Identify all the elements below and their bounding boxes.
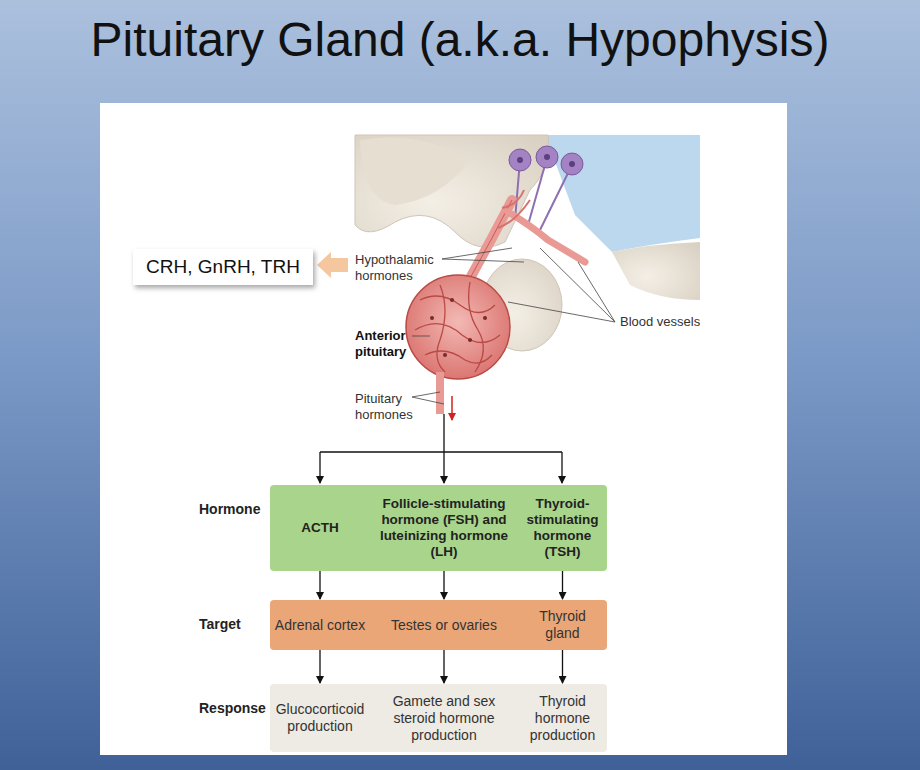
- structure-label: Hypothalamic hormones: [355, 252, 445, 284]
- hormone-name: Thyroid-stimulating hormone (TSH): [522, 496, 603, 560]
- neuron: [536, 146, 558, 168]
- callout-box: CRH, GnRH, TRH: [133, 249, 313, 285]
- slide-title: Pituitary Gland (a.k.a. Hypophysis): [0, 12, 920, 67]
- structure-label: Blood vessels: [620, 314, 730, 330]
- arrow-line: [319, 650, 320, 683]
- hormone-cell: Thyroid-stimulating hormone (TSH): [518, 485, 607, 571]
- hormone-band: HormoneACTHFollicle-stimulating hormone …: [270, 485, 607, 571]
- branch-line: [320, 451, 562, 452]
- structure-label: Anterior pituitary: [355, 328, 425, 360]
- hormone-list: CRH, GnRH, TRH: [146, 256, 300, 278]
- brain-tissue: [612, 242, 700, 300]
- flow-arrow: [562, 571, 563, 599]
- capillary-network: [415, 282, 500, 372]
- branch-line: [443, 414, 444, 452]
- hormone-cell: ACTH: [270, 485, 370, 571]
- branch-arrow: [443, 452, 444, 483]
- response-text: Thyroid hormone production: [522, 693, 603, 744]
- axon: [540, 165, 572, 230]
- row-heading: Hormone: [199, 501, 260, 517]
- arrow-line: [443, 571, 444, 599]
- hypothalamus: [355, 135, 549, 247]
- target-cell: Testes or ovaries: [370, 600, 518, 650]
- branch-arrow: [319, 452, 320, 483]
- leader-line: [412, 392, 444, 404]
- response-text: Gamete and sex steroid hormone productio…: [374, 693, 514, 744]
- arrow-line: [562, 650, 563, 683]
- flow-arrow: [562, 650, 563, 683]
- response-cell: Thyroid hormone production: [518, 684, 607, 752]
- efferent-vessel: [436, 372, 444, 414]
- callout-arrow: [317, 252, 348, 278]
- target-cell: Adrenal cortex: [270, 600, 370, 650]
- arrow-line: [443, 650, 444, 683]
- row-heading: Response: [199, 700, 266, 716]
- flow-arrow: [451, 396, 453, 420]
- hormone-name: ACTH: [301, 520, 339, 536]
- hormone-cell: Follicle-stimulating hormone (FSH) and l…: [370, 485, 518, 571]
- target-cell: Thyroid gland: [518, 600, 607, 650]
- flow-arrow: [320, 571, 321, 599]
- response-cell: Glucocorticoid production: [270, 684, 370, 752]
- target-name: Adrenal cortex: [275, 617, 365, 634]
- row-heading: Target: [199, 616, 241, 632]
- response-text: Glucocorticoid production: [274, 701, 366, 735]
- flow-arrow: [444, 571, 445, 599]
- target-name: Thyroid gland: [522, 608, 603, 642]
- target-name: Testes or ovaries: [391, 617, 497, 634]
- brain-fold: [360, 138, 470, 206]
- response-cell: Gamete and sex steroid hormone productio…: [370, 684, 518, 752]
- anterior-pituitary-lobe: [406, 275, 510, 379]
- third-ventricle: [545, 135, 700, 252]
- arrow-line: [562, 571, 563, 599]
- leader-line: [442, 248, 524, 262]
- structure-label: Pituitary hormones: [355, 391, 425, 423]
- response-band: ResponseGlucocorticoid productionGamete …: [270, 684, 607, 752]
- hormone-name: Follicle-stimulating hormone (FSH) and l…: [374, 496, 514, 560]
- arrow-line: [319, 571, 320, 599]
- branch-arrow: [561, 452, 562, 483]
- neuron: [561, 153, 583, 175]
- target-band: TargetAdrenal cortexTestes or ovariesThy…: [270, 600, 607, 650]
- neuron: [509, 149, 531, 171]
- flow-arrow: [444, 650, 445, 683]
- leader-line: [508, 248, 615, 322]
- capillary: [502, 190, 524, 208]
- leader-line: [412, 336, 430, 337]
- flow-arrow: [320, 650, 321, 683]
